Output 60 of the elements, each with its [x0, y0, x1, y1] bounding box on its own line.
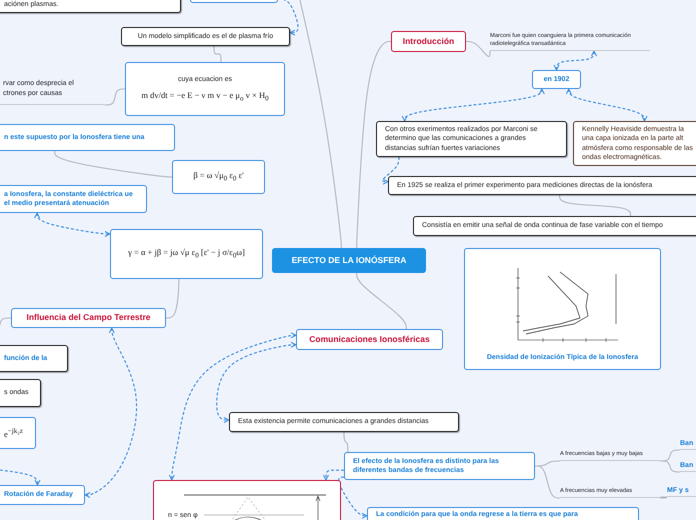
dashed-connector [216, 342, 296, 423]
branch-line [105, 88, 125, 106]
topic-box [11, 308, 166, 328]
branch-line [213, 46, 222, 62]
dashed-connector [322, 470, 344, 480]
topic-box [532, 70, 581, 89]
topic-box [110, 229, 263, 279]
dashed-connector [84, 328, 138, 498]
dashed-connector [402, 88, 545, 122]
topic-box [0, 417, 36, 449]
branch-line [356, 273, 407, 329]
topic-box [413, 216, 696, 236]
branch-line [54, 151, 172, 178]
topic-box [0, 485, 85, 505]
topic-label: Introducción [402, 36, 454, 48]
topic-box [121, 27, 290, 46]
branch-line [466, 40, 491, 57]
figure-card [464, 248, 661, 370]
underlined-topic [560, 450, 660, 461]
topic-box [172, 160, 265, 194]
underlined-topic [560, 487, 660, 498]
topic-box [0, 185, 147, 213]
branch-line [0, 317, 11, 326]
underlined-topic [490, 32, 650, 51]
formula: m dv/dt = −e E − ν m v − e μ$_{o}$ v × H$_{0}$ [141, 90, 269, 104]
branch-line [535, 465, 560, 499]
topic-label: Comunicaciones Ionosféricas [309, 334, 430, 346]
topic-box [296, 329, 443, 350]
branch-line [166, 279, 180, 319]
topic-box [229, 412, 459, 432]
topic-box [388, 176, 696, 195]
formula: γ = α + jβ = jω √μ ε$_{0}$ [ε' − j σ/ε$_{0}$ω] [128, 247, 245, 261]
topic-box [0, 345, 68, 372]
branch-line [343, 432, 348, 452]
topic-box [125, 62, 285, 116]
dashed-connector [0, 469, 40, 486]
branch-line [356, 40, 391, 248]
topic-box [0, 0, 181, 13]
dashed-connector [566, 88, 648, 122]
dashed-connector [338, 476, 368, 519]
branch-line [299, 0, 342, 248]
topic-label: EFECTO DE LA IONÓSFERA [292, 254, 406, 266]
central-topic-box [272, 248, 426, 273]
dashed-connector [34, 212, 110, 237]
branch-line [660, 496, 667, 499]
formula: e$^{−jk₂z}$ [4, 426, 24, 440]
topic-label: Influencia del Campo Terrestre [26, 312, 151, 324]
topic-box [0, 124, 175, 151]
topic-box [376, 121, 567, 157]
topic-box [573, 121, 696, 166]
branch-line [660, 460, 680, 473]
dashed-connector [382, 157, 400, 185]
branch-line [559, 195, 632, 216]
dashed-connector [168, 332, 296, 480]
formula: β = ω √μ$_{0}$ ε$_{0}$ ε' [193, 170, 244, 184]
dashed-connector [554, 50, 597, 70]
topic-box [344, 452, 535, 480]
topic-box [391, 31, 466, 52]
topic-box [0, 379, 41, 407]
underlined-topic [667, 485, 696, 497]
